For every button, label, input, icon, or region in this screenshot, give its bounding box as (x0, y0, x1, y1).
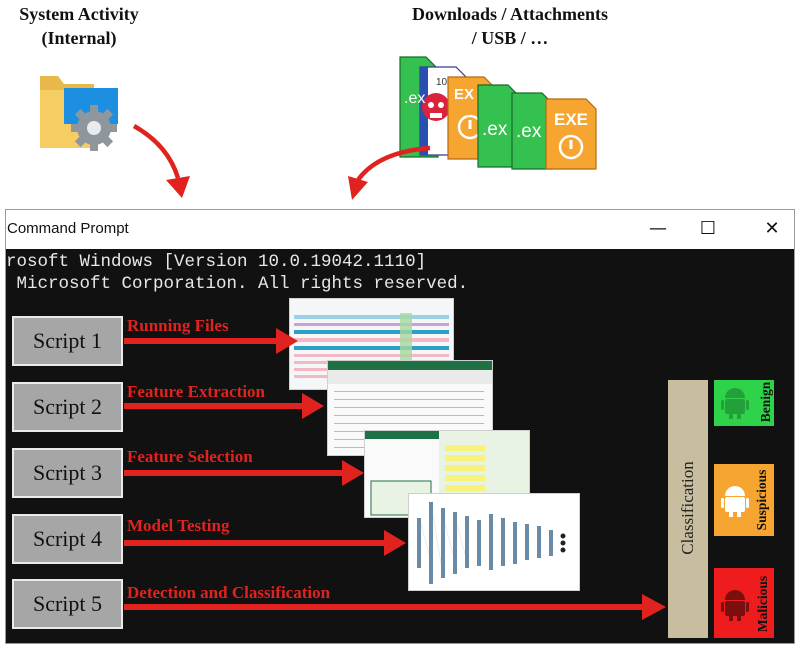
exe-warning-file-icon-2: EXE (545, 98, 597, 170)
maximize-button[interactable]: ☐ (699, 218, 717, 239)
step-4-arrowhead (384, 530, 406, 556)
benign-badge: Benign (714, 380, 774, 426)
svg-text:10: 10 (436, 77, 448, 88)
benign-label: Benign (758, 381, 773, 423)
downloaded-files-cluster-icon: 10 EX .ex .ex EXE .ex (399, 56, 597, 170)
skull-icon (422, 93, 450, 121)
malicious-badge: Malicious (714, 568, 774, 638)
suspicious-label: Suspicious (754, 469, 769, 531)
script-4-box: Script 4 (12, 514, 123, 564)
step-4-label: Model Testing (127, 516, 230, 535)
external-flow-arrowhead (348, 176, 368, 200)
script-2-box: Script 2 (12, 382, 123, 432)
internal-heading-line2: (Internal) (41, 28, 117, 48)
external-heading-line1: Downloads / Attachments (411, 4, 608, 24)
step-5-arrowhead (642, 594, 666, 620)
external-flow-arrow (356, 145, 431, 182)
classification-bar: Classification (668, 380, 708, 638)
internal-heading-line1: System Activity (19, 4, 139, 24)
android-icon-benign (721, 388, 749, 419)
model-testing-thumbnail (408, 493, 580, 591)
internal-flow-arrow (132, 124, 181, 179)
svg-text:.ex: .ex (516, 121, 542, 142)
close-button[interactable]: ✕ (764, 218, 780, 239)
step-3-arrow (124, 470, 346, 476)
script-1-box: Script 1 (12, 316, 123, 366)
exe-file-icon-3: .ex (511, 92, 553, 170)
step-1-arrowhead (276, 328, 298, 354)
command-prompt-window[interactable]: Command Prompt — ☐ ✕ rosoft Windows [Ver… (5, 209, 795, 644)
android-icon-malicious (721, 590, 749, 621)
external-heading-line2: / USB / … (471, 28, 549, 48)
svg-text:EXE: EXE (554, 110, 588, 129)
console-line-2: Microsoft Corporation. All rights reserv… (6, 274, 469, 294)
script-3-box: Script 3 (12, 448, 123, 498)
step-4-arrow (124, 540, 388, 546)
internal-flow-arrowhead (166, 176, 190, 198)
step-arrows (124, 328, 666, 620)
android-icon-suspicious (721, 486, 749, 517)
svg-text:EX: EX (454, 86, 474, 103)
console-line-1: rosoft Windows [Version 10.0.19042.1110] (6, 252, 427, 272)
malicious-label: Malicious (755, 575, 770, 633)
window-title: Command Prompt (7, 220, 129, 237)
exe-file-icon-2: .ex (477, 84, 521, 168)
internal-heading: System Activity (Internal) (4, 2, 154, 50)
step-5-label: Detection and Classification (127, 583, 331, 602)
top-arrows (132, 124, 431, 200)
suspicious-badge: Suspicious (714, 464, 774, 536)
step-2-arrow (124, 403, 306, 409)
svg-text:.ex: .ex (482, 119, 508, 140)
step-5-arrow (124, 604, 646, 610)
step-3-label: Feature Selection (127, 447, 253, 466)
step-1-arrow (124, 338, 282, 344)
window-titlebar[interactable]: Command Prompt — ☐ ✕ (6, 210, 794, 249)
step-1-label: Running Files (127, 316, 229, 335)
minimize-button[interactable]: — (649, 218, 667, 239)
step-2-label: Feature Extraction (127, 382, 266, 401)
step-2-arrowhead (302, 393, 324, 419)
script-5-box: Script 5 (12, 579, 123, 629)
step-3-arrowhead (342, 460, 364, 486)
classification-label: Classification (678, 461, 697, 555)
file-ext-label: .ex (404, 90, 425, 107)
system-folder-gear-icon (40, 76, 118, 151)
external-heading: Downloads / Attachments / USB / … (385, 2, 635, 50)
